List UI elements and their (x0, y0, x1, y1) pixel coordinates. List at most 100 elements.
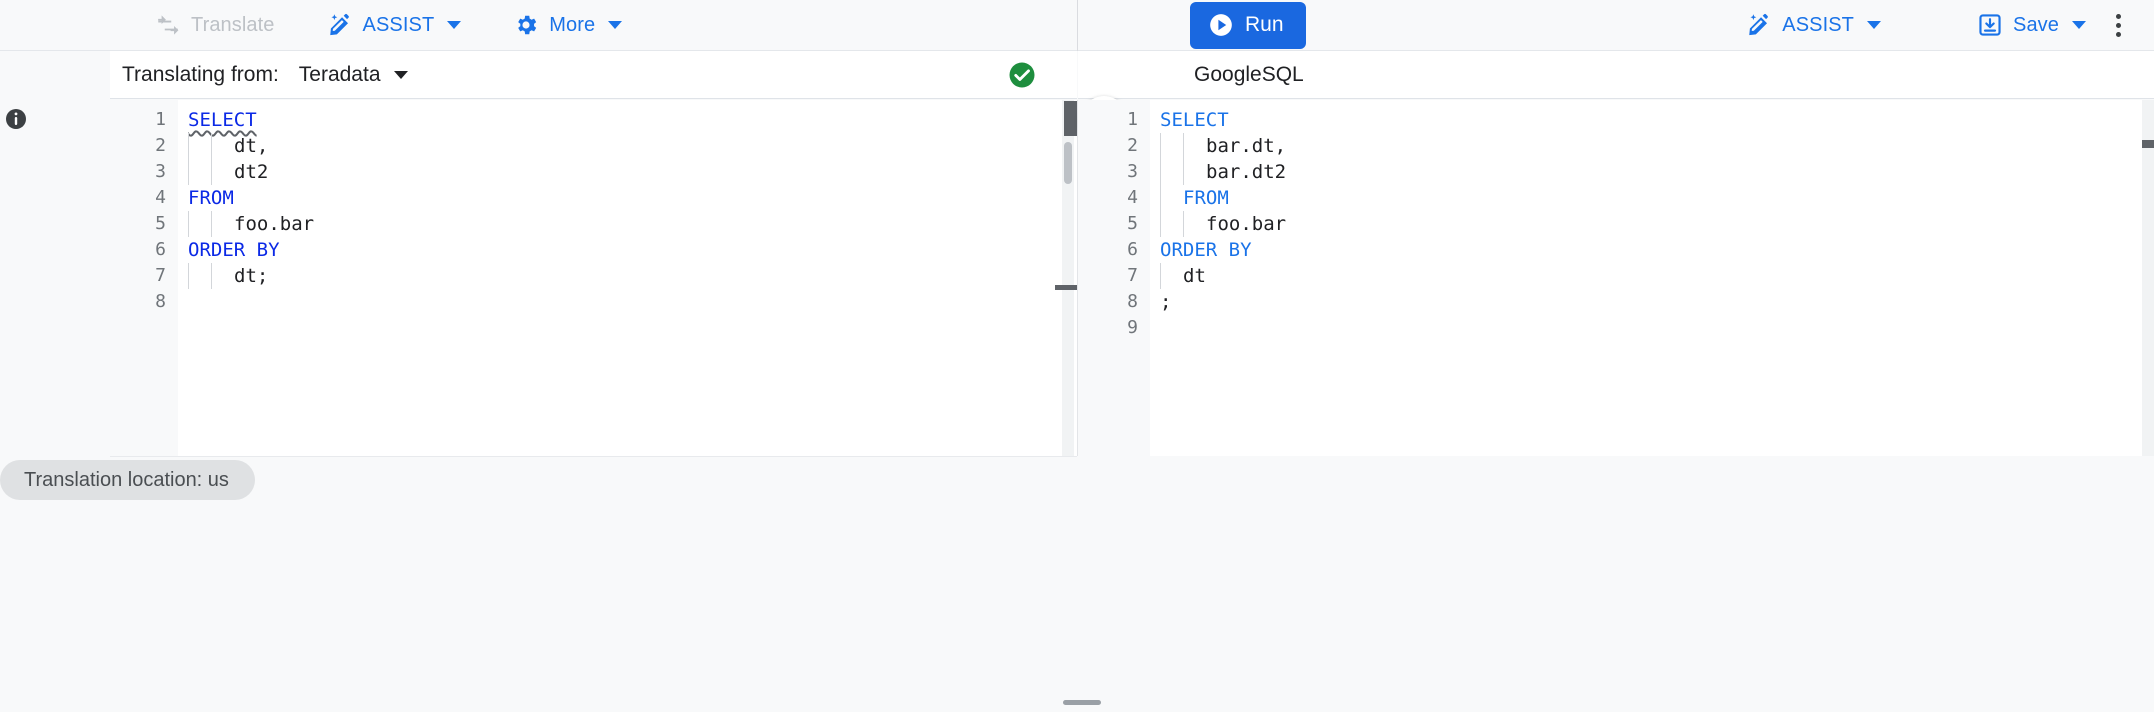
code-text: dt, (188, 135, 268, 157)
indent-guide (188, 263, 189, 289)
kebab-dot (2115, 31, 2121, 37)
indent-guide (1183, 159, 1184, 185)
indent-guide (1160, 263, 1161, 289)
swap-horizontal-icon (155, 12, 181, 38)
run-button-label: Run (1245, 13, 1284, 36)
play-circle-icon (1208, 12, 1234, 38)
code-text: dt2 (188, 161, 268, 183)
assist-button-right[interactable]: ASSIST (1734, 7, 1893, 43)
line-number: 9 (1127, 317, 1138, 338)
target-toolbar-actions: Run ASSIST (1078, 0, 2154, 50)
splitter-drag-top[interactable] (1064, 101, 1078, 136)
chevron-down-icon (393, 70, 408, 79)
target-dialect-label: GoogleSQL (1194, 62, 1304, 86)
source-vertical-scrollbar[interactable] (1062, 100, 1074, 456)
translating-from-label: Translating from: (122, 62, 279, 86)
indent-guide (1183, 133, 1184, 159)
code-text: foo.bar (1160, 213, 1286, 235)
run-button[interactable]: Run (1190, 1, 1306, 49)
sql-keyword: SELECT (1160, 109, 1229, 131)
code-line: dt, (178, 133, 1077, 159)
line-number: 1 (155, 109, 166, 130)
line-number: 4 (155, 187, 166, 208)
toolbar-divider (1077, 0, 1078, 51)
line-number: 5 (1127, 213, 1138, 234)
line-number: 7 (155, 265, 166, 286)
assist-button-left[interactable]: ASSIST (315, 7, 474, 43)
panel-splitter[interactable] (1077, 100, 1078, 456)
source-dialect-value: Teradata (298, 62, 381, 86)
source-scrollbar-thumb[interactable] (1064, 142, 1072, 184)
line-number: 2 (1127, 135, 1138, 156)
code-text: FROM (188, 187, 234, 209)
sql-keyword: ORDER BY (188, 239, 280, 261)
indent-guide (211, 263, 212, 289)
info-icon[interactable] (4, 107, 28, 131)
save-button[interactable]: Save (1965, 7, 2098, 43)
indent-guide (1160, 133, 1161, 159)
line-number: 3 (155, 161, 166, 182)
chevron-down-icon (2072, 21, 2086, 29)
sql-keyword: SELECT (188, 109, 257, 131)
chevron-down-icon (1867, 21, 1881, 29)
line-number: 2 (155, 135, 166, 156)
indent-guide (211, 159, 212, 185)
code-line: dt; (178, 263, 1077, 289)
indent-guide (1183, 211, 1184, 237)
horizontal-resize-handle[interactable] (1063, 700, 1101, 705)
code-line: ORDER BY (178, 237, 1077, 263)
gear-icon (513, 12, 539, 38)
indent-guide (188, 159, 189, 185)
code-text: ; (1160, 291, 1171, 313)
code-text: ORDER BY (1160, 239, 1252, 261)
line-number: 8 (155, 291, 166, 312)
indent-guide (1160, 211, 1161, 237)
check-circle-icon (1007, 60, 1037, 90)
status-badge: Translation location: us (0, 460, 255, 500)
code-text: SELECT (1160, 109, 1229, 131)
source-dialect-select[interactable]: Teradata (299, 63, 408, 87)
target-scrollbar-thumb[interactable] (2142, 140, 2154, 148)
code-line: foo.bar (178, 211, 1077, 237)
line-number: 5 (155, 213, 166, 234)
line-number: 6 (155, 239, 166, 260)
code-line: ORDER BY (1150, 237, 2154, 263)
target-vertical-scrollbar[interactable] (2142, 100, 2154, 456)
splitter-drag-bottom[interactable] (1055, 285, 1085, 290)
magic-pencil-icon (1746, 12, 1772, 38)
code-line: SELECT (178, 107, 1077, 133)
code-line: ; (1150, 289, 2154, 315)
indent-guide (188, 133, 189, 159)
kebab-menu-icon[interactable] (2098, 5, 2138, 45)
kebab-dot (2115, 22, 2121, 28)
indent-guide (211, 211, 212, 237)
save-download-icon (1977, 12, 2003, 38)
indent-guide (211, 133, 212, 159)
line-number: 1 (1127, 109, 1138, 130)
sql-keyword: ORDER BY (1160, 239, 1252, 261)
code-text: ORDER BY (188, 239, 280, 261)
sql-identifier: bar.dt2 (1206, 161, 1287, 183)
sql-identifier: dt2 (234, 161, 269, 183)
code-text: FROM (1160, 187, 1229, 209)
translate-button[interactable]: Translate (143, 7, 287, 43)
line-number: 8 (1127, 291, 1138, 312)
sql-keyword: FROM (188, 187, 234, 209)
more-button-label: More (549, 14, 596, 36)
assist-button-right-label: ASSIST (1782, 14, 1854, 36)
code-text: bar.dt2 (1160, 161, 1286, 183)
line-number: 4 (1127, 187, 1138, 208)
more-button[interactable]: More (501, 7, 634, 43)
indent-guide (1160, 159, 1161, 185)
code-text: dt (1160, 265, 1206, 287)
chevron-down-icon (608, 21, 623, 29)
line-number: 7 (1127, 265, 1138, 286)
sql-identifier: dt; (234, 265, 269, 287)
source-gutter: 1 2 3 4 5 6 7 8 (110, 100, 178, 456)
sql-identifier: bar.dt, (1206, 135, 1287, 157)
